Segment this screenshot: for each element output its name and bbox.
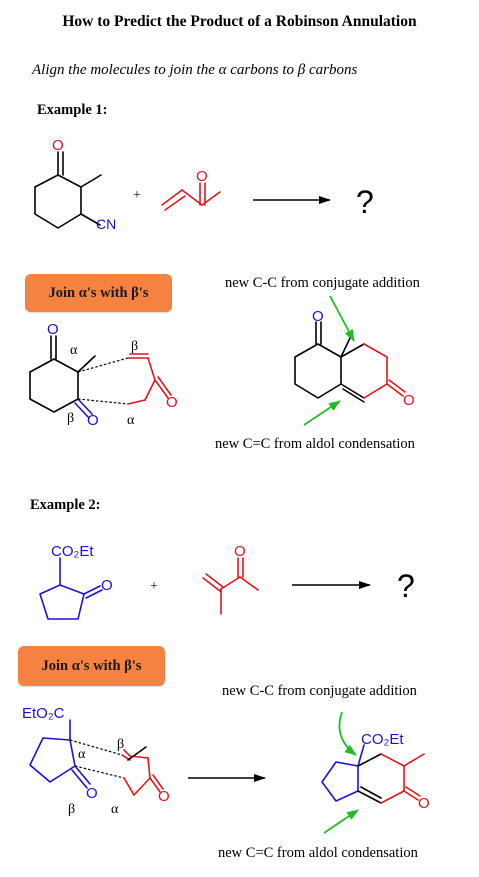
ex2-co2et-label: CO₂Et [51, 543, 94, 560]
example2-label: Example 2: [30, 497, 101, 513]
ex2-aligned-oxygen-red: O [158, 788, 170, 805]
example1-join-badge: Join α's with β's [25, 274, 172, 312]
ex2-question-mark: ? [397, 568, 415, 604]
ex2-enone: O [202, 543, 259, 615]
ex1-cyclohexanone: O CN [34, 137, 116, 232]
ex1-oxygen-label: O [52, 137, 64, 154]
page-subtitle: Align the molecules to join the α carbon… [32, 62, 358, 78]
ex1-product-oxygen-red: O [403, 392, 415, 409]
example1-note-conjugate: new C-C from conjugate addition [225, 275, 420, 291]
example2-note-aldol: new C=C from aldol condensation [218, 845, 418, 861]
ex1-product-oxygen-blue: O [312, 308, 324, 325]
ex2-alpha-bottom: α [111, 802, 119, 817]
ex2-aligned-oxygen-blue: O [86, 785, 98, 802]
ex2-green-arrow-bottom [323, 809, 359, 834]
ex2-oxygen-label: O [101, 577, 113, 594]
ex1-beta-bottom: β [67, 411, 74, 426]
ex1-aligned-oxygen-red: O [166, 394, 178, 411]
ex1-alpha-top: α [70, 343, 78, 358]
ex2-ketoester: CO₂Et O [39, 543, 113, 620]
ex1-aligned-oxygen-bottom: O [87, 412, 99, 429]
example1-note-aldol: new C=C from aldol condensation [215, 436, 415, 452]
ex2-alpha-top: α [78, 747, 86, 762]
example1-label: Example 1: [37, 102, 108, 118]
ex2-enone-oxygen: O [234, 543, 246, 560]
ex1-mvk-oxygen: O [196, 168, 208, 185]
ex2-product-oxygen-red: O [418, 795, 430, 812]
ex1-question-mark: ? [356, 184, 374, 220]
ex1-product: O O [294, 308, 415, 409]
ex1-cn-label: CN [96, 216, 116, 232]
ex1-aligned-oxygen-top: O [47, 321, 59, 338]
ex1-mvk: O [161, 168, 221, 211]
ex1-plus: + [133, 188, 141, 203]
ex1-beta-top: β [131, 339, 138, 354]
ex2-beta-bottom: β [68, 802, 75, 817]
ex1-aligned: O O O α β β α [29, 321, 178, 429]
ex2-aligned: EtO₂C O O α β β α [22, 705, 170, 817]
example2-join-badge: Join α's with β's [18, 646, 165, 686]
page-title: How to Predict the Product of a Robinson… [62, 13, 417, 30]
ex1-green-arrow-top [329, 295, 355, 342]
ex2-green-arrow-top [338, 711, 357, 756]
ex1-alpha-bottom: α [127, 413, 135, 428]
example2-note-conjugate: new C-C from conjugate addition [222, 683, 417, 699]
ex2-aligned-eto2c: EtO₂C [22, 705, 65, 722]
ex2-beta-top: β [117, 737, 124, 752]
ex1-green-arrow-bottom [303, 400, 341, 426]
ex2-plus: + [150, 579, 158, 594]
ex2-product: CO₂Et O [321, 731, 430, 812]
ex2-product-co2et: CO₂Et [361, 731, 404, 748]
